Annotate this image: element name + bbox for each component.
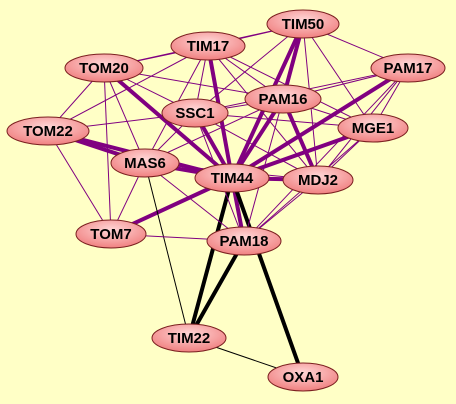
- node-label: PAM17: [384, 60, 433, 77]
- node-label: OXA1: [283, 369, 324, 386]
- node-shape: [206, 226, 282, 256]
- node-shape: [194, 163, 270, 193]
- node-shape: [161, 98, 229, 128]
- node-mge1[interactable]: MGE1: [337, 113, 409, 143]
- node-shape: [6, 116, 90, 146]
- node-shape: [267, 362, 339, 392]
- edge-mas6-tim22: [144, 162, 190, 339]
- node-pam17[interactable]: PAM17: [370, 53, 446, 83]
- node-oxa1[interactable]: OXA1: [267, 362, 339, 392]
- node-label: MDJ2: [298, 172, 338, 189]
- edge-tim17-tom22: [47, 45, 209, 132]
- node-shape: [110, 148, 180, 178]
- node-label: TIM50: [282, 16, 325, 33]
- node-label: TOM20: [79, 60, 129, 77]
- node-label: TIM44: [211, 170, 254, 187]
- node-shape: [170, 31, 246, 61]
- node-shape: [266, 9, 340, 39]
- node-shape: [64, 53, 144, 83]
- node-label: TOM22: [23, 123, 73, 140]
- node-mdj2[interactable]: MDJ2: [282, 165, 354, 195]
- edge-pam17-pam18: [243, 67, 409, 242]
- edge-tim17-mdj2: [207, 45, 319, 181]
- node-label: MAS6: [124, 155, 166, 172]
- node-tim17[interactable]: TIM17: [170, 31, 246, 61]
- node-tim50[interactable]: TIM50: [266, 9, 340, 39]
- node-shape: [151, 323, 227, 353]
- edge-tim44-oxa1: [230, 176, 305, 379]
- node-label: PAM18: [220, 233, 269, 250]
- edge-pam16-pam18: [243, 98, 284, 242]
- node-shape: [75, 219, 147, 249]
- node-label: MGE1: [352, 120, 395, 137]
- node-pam18[interactable]: PAM18: [206, 226, 282, 256]
- edge-tom20-mas6: [103, 67, 146, 164]
- node-pam16[interactable]: PAM16: [244, 84, 322, 114]
- node-label: PAM16: [259, 91, 308, 108]
- edge-tom20-tom7: [103, 67, 112, 235]
- node-label: SSC1: [175, 105, 214, 122]
- edge-pam18-tim22: [187, 239, 246, 340]
- node-label: TIM22: [168, 330, 211, 347]
- node-shape: [370, 53, 446, 83]
- node-tom7[interactable]: TOM7: [75, 219, 147, 249]
- node-mas6[interactable]: MAS6: [110, 148, 180, 178]
- edge-tim50-ssc1: [194, 23, 304, 114]
- node-label: TOM7: [90, 226, 131, 243]
- edge-tom22-tom7: [47, 130, 112, 235]
- edge-tim44-pam17: [230, 66, 410, 180]
- node-ssc1[interactable]: SSC1: [161, 98, 229, 128]
- node-tim44[interactable]: TIM44: [194, 163, 270, 193]
- node-tom20[interactable]: TOM20: [64, 53, 144, 83]
- node-shape: [244, 84, 322, 114]
- node-tom22[interactable]: TOM22: [6, 116, 90, 146]
- node-label: TIM17: [187, 38, 230, 55]
- node-shape: [337, 113, 409, 143]
- node-tim22[interactable]: TIM22: [151, 323, 227, 353]
- edge-tim44-tom20: [102, 66, 234, 180]
- edge-tim50-mge1: [302, 23, 374, 129]
- node-shape: [282, 165, 354, 195]
- edge-tim44-tim22: [187, 176, 234, 340]
